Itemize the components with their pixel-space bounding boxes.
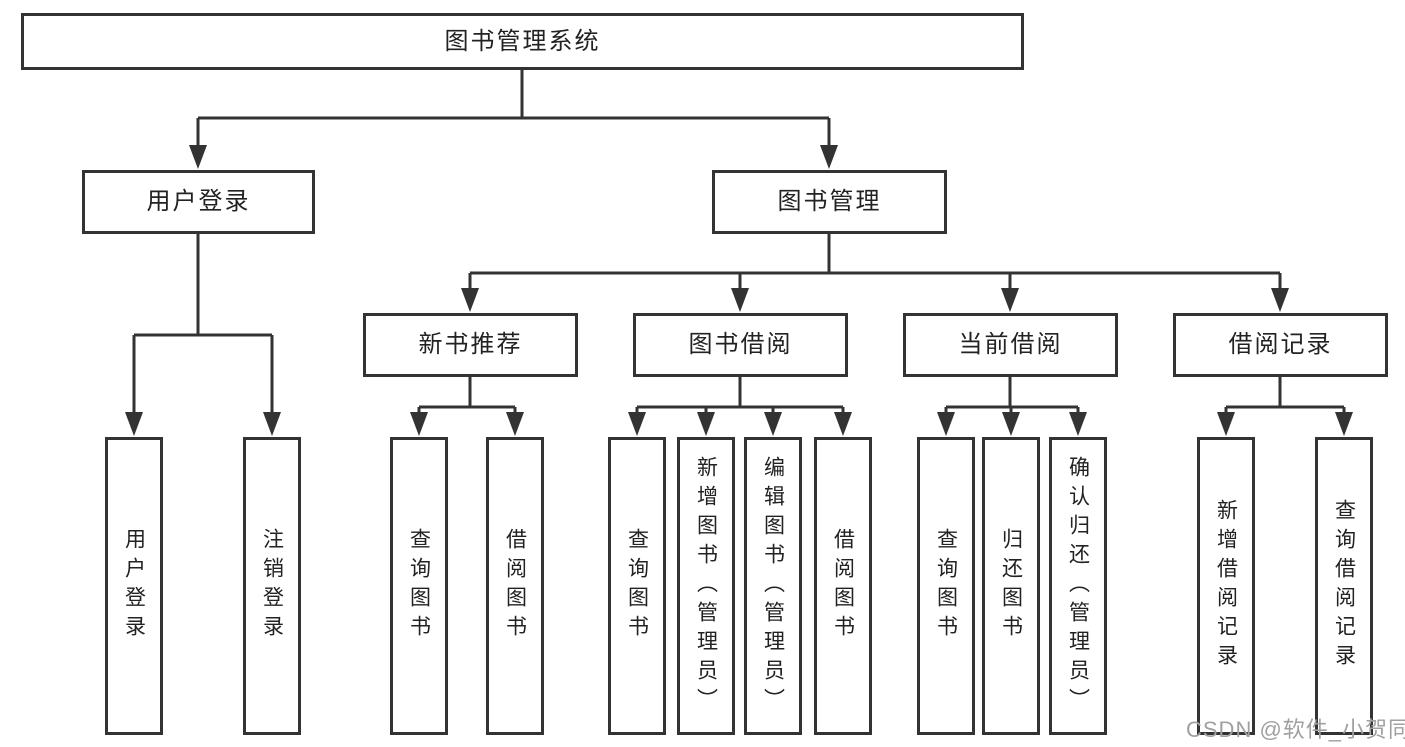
leaf-add-books-admin: 新增图书（管理员）	[677, 437, 735, 735]
arrowhead	[820, 145, 838, 169]
leaf-borrow-books: 借阅图书	[814, 437, 872, 735]
leaf-borrow-books-recommend: 借阅图书	[486, 437, 544, 735]
node-book-borrow: 图书借阅	[633, 313, 848, 377]
arrowhead	[764, 412, 782, 436]
leaf-query-borrow-record: 查询借阅记录	[1315, 437, 1373, 735]
leaf-user-login: 用户登录	[105, 437, 163, 735]
arrowhead	[834, 412, 852, 436]
leaf-add-borrow-record: 新增借阅记录	[1197, 437, 1255, 735]
leaf-query-books-recommend: 查询图书	[390, 437, 448, 735]
connector-new-book-to-leaves	[410, 377, 524, 436]
arrowhead	[1002, 412, 1020, 436]
leaf-confirm-return-admin: 确认归还（管理员）	[1049, 437, 1107, 735]
arrowhead	[697, 412, 715, 436]
node-borrow-records: 借阅记录	[1173, 313, 1388, 377]
connector-root-to-level2	[189, 70, 838, 169]
arrowhead	[506, 412, 524, 436]
arrowhead	[125, 412, 143, 436]
arrowhead	[263, 412, 281, 436]
node-new-book-recommend: 新书推荐	[363, 313, 578, 377]
arrowhead	[189, 145, 207, 169]
node-system-root: 图书管理系统	[21, 13, 1024, 70]
leaf-query-books-current: 查询图书	[917, 437, 975, 735]
arrowhead	[628, 412, 646, 436]
arrowhead	[731, 288, 749, 312]
arrowhead	[1335, 412, 1353, 436]
connector-user-login-to-leaves	[125, 234, 281, 436]
leaf-edit-books-admin: 编辑图书（管理员）	[744, 437, 802, 735]
connector-history-to-leaves	[1217, 377, 1353, 436]
leaf-query-books-borrow: 查询图书	[608, 437, 666, 735]
arrowhead	[1069, 412, 1087, 436]
node-current-borrow: 当前借阅	[903, 313, 1118, 377]
node-user-login: 用户登录	[82, 170, 315, 234]
arrowhead	[1271, 288, 1289, 312]
csdn-watermark: CSDN @软件_小贺同学	[1186, 717, 1405, 742]
connector-book-borrow-to-leaves	[628, 377, 852, 436]
leaf-return-books: 归还图书	[982, 437, 1040, 735]
leaf-logout: 注销登录	[243, 437, 301, 735]
node-book-management: 图书管理	[712, 170, 947, 234]
arrowhead	[461, 288, 479, 312]
arrowhead	[1217, 412, 1235, 436]
arrowhead	[937, 412, 955, 436]
connector-current-to-leaves	[937, 377, 1087, 436]
connector-book-mgmt-to-level3	[461, 234, 1289, 312]
arrowhead	[410, 412, 428, 436]
arrowhead	[1001, 288, 1019, 312]
